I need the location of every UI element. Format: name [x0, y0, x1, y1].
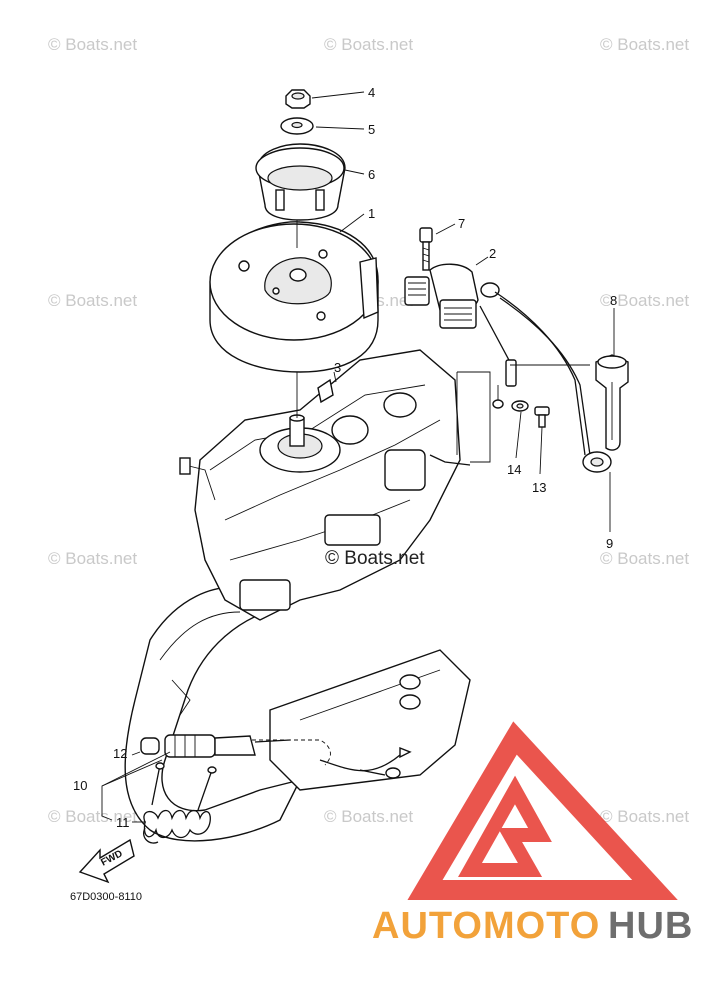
callout-4: 4	[368, 85, 375, 100]
callout-11: 11	[116, 815, 130, 830]
logo-triangle-icon	[407, 721, 678, 900]
logo-text-hub: HUB	[608, 905, 693, 947]
lead-wire-lines	[429, 364, 590, 466]
watermark: © Boats.net	[48, 549, 137, 568]
center-watermark: © Boats.net	[325, 548, 425, 569]
washer-illustration	[280, 117, 314, 135]
watermark: © Boats.net	[600, 291, 689, 310]
key-illustration	[317, 378, 334, 404]
callout-2: 2	[489, 246, 496, 261]
lower-unit-illustration	[124, 586, 471, 842]
screw-13-illustration	[534, 406, 550, 428]
watermark-layer: © Boats.net © Boats.net © Boats.net © Bo…	[48, 35, 689, 826]
bolt-7-illustration	[419, 227, 433, 271]
watermark: © Boats.net	[48, 291, 137, 310]
callout-1: 1	[368, 206, 375, 221]
callout-12: 12	[113, 746, 127, 761]
watermark: © Boats.net	[600, 549, 689, 568]
watermark: © Boats.net	[48, 35, 137, 54]
watermark: © Boats.net	[600, 807, 689, 826]
watermark: © Boats.net	[324, 35, 413, 54]
callout-14: 14	[507, 462, 521, 477]
callout-6: 6	[368, 167, 375, 182]
callout-7: 7	[458, 216, 465, 231]
callout-3: 3	[334, 360, 341, 375]
watermark: © Boats.net	[600, 35, 689, 54]
callout-9: 9	[606, 536, 613, 551]
nut-illustration	[285, 89, 311, 109]
callout-leader-lines	[101, 91, 615, 823]
starter-pulley-illustration	[255, 143, 346, 248]
logo-text-automoto: AUTOMOTO	[372, 905, 600, 947]
spark-plug-cap-illustration	[595, 354, 629, 451]
callout-13: 13	[532, 480, 546, 495]
stop-switch-illustration	[164, 734, 291, 758]
watermark: © Boats.net	[324, 807, 413, 826]
fwd-arrow-icon: FWD	[78, 838, 135, 884]
diagram-code: 67D0300-8110	[70, 891, 142, 903]
watermark: © Boats.net	[48, 807, 137, 826]
clip-12-illustration	[140, 737, 160, 755]
callout-5: 5	[368, 122, 375, 137]
callout-numbers: 4 5 6 1 3 7 2 8 9 14 13 12 10 11	[73, 85, 617, 830]
ignition-coil-illustration	[404, 263, 591, 456]
flywheel-illustration	[209, 221, 379, 373]
grommet-illustration	[582, 451, 612, 473]
lanyard-illustration	[143, 762, 217, 844]
callout-8: 8	[610, 293, 617, 308]
washer-14-illustration	[511, 400, 529, 412]
callout-10: 10	[73, 778, 87, 793]
engine-block-illustration	[179, 349, 461, 621]
automotohub-logo: AUTOMOTO HUB	[372, 721, 693, 947]
